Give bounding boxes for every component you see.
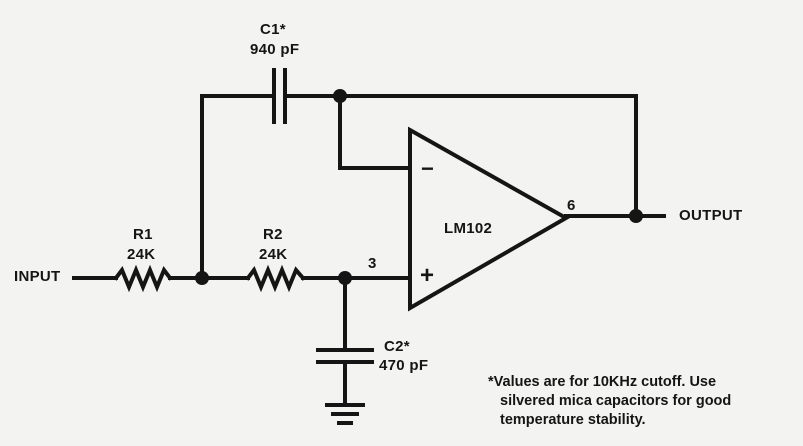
opamp-name: LM102 <box>444 220 493 237</box>
pin-6-label: 6 <box>567 197 576 214</box>
footnote-line-3: temperature stability. <box>500 412 646 428</box>
footnote-line-1: *Values are for 10KHz cutoff. Use <box>488 374 717 390</box>
r1-name: R1 <box>133 226 153 243</box>
c1-name: C1* <box>260 21 286 38</box>
r2-value: 24K <box>259 246 288 263</box>
footnote-line-2: silvered mica capacitors for good <box>500 393 732 409</box>
inverting-input-symbol: − <box>421 156 435 181</box>
r1-value: 24K <box>127 246 156 263</box>
wire-inverting-feedback <box>338 94 412 170</box>
junction-node <box>195 271 209 285</box>
c2-name: C2* <box>384 338 410 355</box>
c2-value: 470 pF <box>379 357 429 374</box>
input-label: INPUT <box>14 268 61 285</box>
pin-3-label: 3 <box>368 255 377 272</box>
opamp-triangle <box>408 126 571 312</box>
wire-c1-left <box>200 94 275 280</box>
footnote: *Values are for 10KHz cutoff. Use silver… <box>488 373 731 430</box>
output-label: OUTPUT <box>679 207 743 224</box>
r2-name: R2 <box>263 226 283 243</box>
junction-node <box>629 209 643 223</box>
junction-node <box>338 271 352 285</box>
resistor-r1 <box>113 264 173 293</box>
wire-c1-right <box>284 94 638 218</box>
noninverting-input-symbol: + <box>420 262 435 289</box>
junction-node <box>333 89 347 103</box>
c1-value: 940 pF <box>250 41 300 58</box>
resistor-r2 <box>245 264 306 293</box>
